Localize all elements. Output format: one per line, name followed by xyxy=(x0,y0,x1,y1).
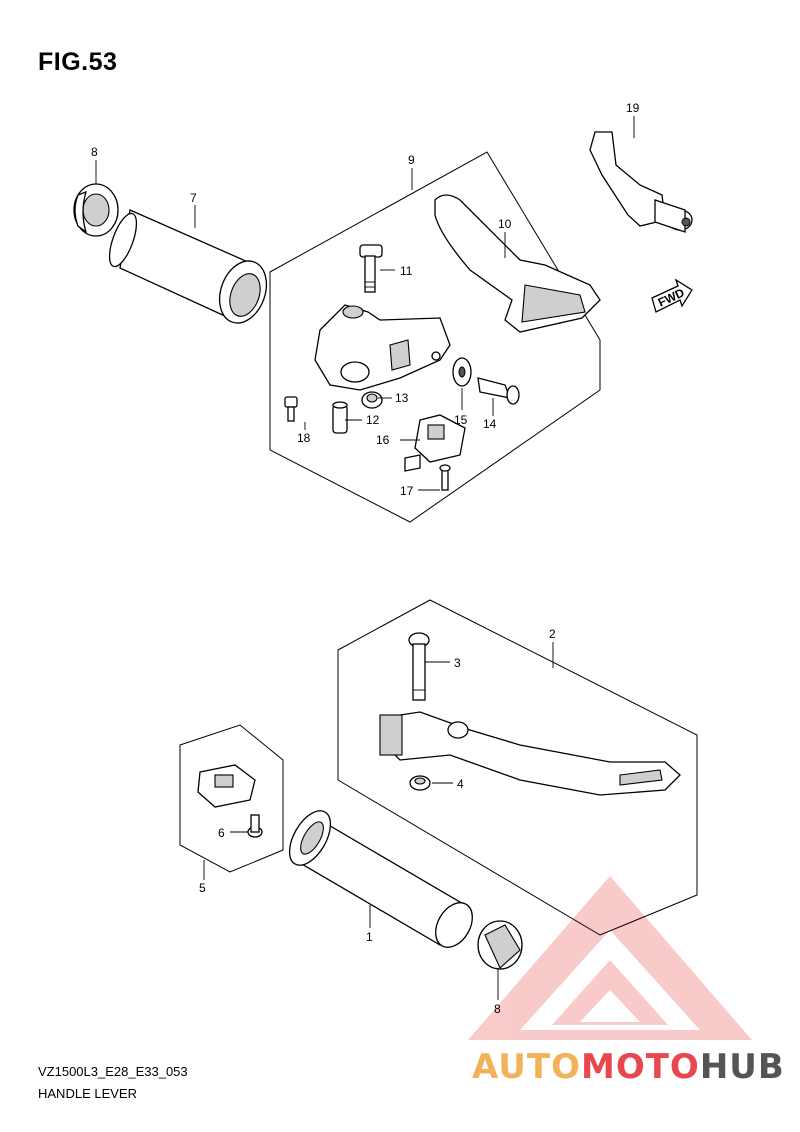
group-frame-9 xyxy=(269,151,601,523)
watermark-logo xyxy=(468,876,752,1040)
callout-10: 10 xyxy=(498,217,512,231)
callout-16: 16 xyxy=(376,433,390,447)
part-4-nut xyxy=(409,775,431,791)
part-8-grip-end-cap xyxy=(477,920,523,970)
part-2-brake-lever xyxy=(379,711,681,796)
callout-11: 11 xyxy=(400,264,413,278)
part-15-adjuster-wheel xyxy=(452,357,472,387)
callout-8-top: 8 xyxy=(91,145,98,159)
part-5-brake-switch xyxy=(197,764,256,808)
group-frame-5 xyxy=(179,724,284,873)
part-11-pivot-bolt xyxy=(359,244,383,293)
part-10-clutch-lever xyxy=(434,194,601,333)
part-1-throttle-grip xyxy=(288,810,473,948)
callout-7: 7 xyxy=(190,191,197,205)
part-6-screw xyxy=(247,814,263,838)
fwd-arrow-icon: FWD xyxy=(651,278,693,313)
callout-17: 17 xyxy=(400,484,414,498)
part-19-cable-boot xyxy=(589,131,693,233)
leader-lines xyxy=(95,116,635,1000)
group-frame-2 xyxy=(337,599,698,936)
part-3-pivot-bolt xyxy=(408,632,430,701)
part-9-lever-holder xyxy=(314,304,451,391)
part-17-screw xyxy=(439,464,451,491)
callout-4: 4 xyxy=(457,777,464,791)
callout-8-bottom: 8 xyxy=(494,1002,501,1016)
callout-18: 18 xyxy=(297,431,311,445)
watermark-part1: AUTO xyxy=(472,1047,581,1087)
part-8-bushing-top xyxy=(73,183,119,237)
callout-6: 6 xyxy=(218,826,225,840)
callout-13: 13 xyxy=(395,391,409,405)
callout-9: 9 xyxy=(408,153,415,167)
model-code: VZ1500L3_E28_E33_053 xyxy=(38,1064,188,1079)
callout-1: 1 xyxy=(366,930,373,944)
part-12-collar xyxy=(332,401,348,434)
callout-12: 12 xyxy=(366,413,380,427)
callout-3: 3 xyxy=(454,656,461,670)
part-16-clutch-switch xyxy=(404,414,466,472)
section-name: HANDLE LEVER xyxy=(38,1086,137,1101)
figure-title: FIG.53 xyxy=(38,48,118,76)
part-7-grip xyxy=(108,209,268,324)
watermark-text: AUTOMOTOHUB xyxy=(472,1047,785,1087)
callout-19: 19 xyxy=(626,101,640,115)
watermark-part3: HUB xyxy=(699,1047,785,1087)
part-18-screw xyxy=(284,396,298,422)
callout-2: 2 xyxy=(549,627,556,641)
callout-labels: 1 2 3 4 5 6 7 8 9 10 11 12 13 14 15 16 1… xyxy=(91,101,640,1016)
callout-14: 14 xyxy=(483,417,497,431)
callout-5: 5 xyxy=(199,881,206,895)
part-14-adjuster-bolt xyxy=(477,377,520,405)
watermark-part2: MOTO xyxy=(580,1047,700,1087)
callout-15: 15 xyxy=(454,413,468,427)
part-13-nut xyxy=(361,391,383,409)
